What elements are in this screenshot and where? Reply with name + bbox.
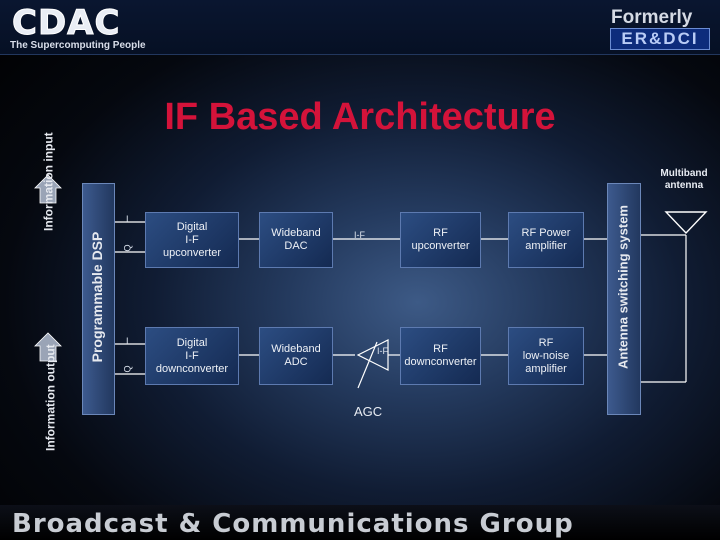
logo-tagline: The Supercomputing People [10,40,146,51]
q-label-top: Q [122,244,133,252]
output-arrow-icon [34,332,62,362]
header-bar: CDAC The Supercomputing People Formerly … [0,0,720,55]
dsp-label: Programmable DSP [89,231,105,363]
info-output-label: Information output [43,344,58,451]
i-label-bottom: I [126,336,129,346]
agc-line [357,341,378,389]
multiband-antenna-label: Multiband antenna [660,168,708,191]
dsp-bar [82,183,115,415]
if-label-top: I-F [354,230,365,240]
erdci-logo: ER&DCI [610,28,710,50]
cdac-logo: CDAC [11,3,121,43]
slide-title: IF Based Architecture [164,96,556,138]
agc-label: AGC [354,404,383,419]
q-label-bottom: Q [122,365,133,373]
footer-bar: Broadcast & Communications Group [0,505,720,540]
vga-amplifier-icon [356,339,389,371]
antenna-switch-bar [607,183,641,415]
formerly-label: Formerly [611,7,693,28]
antenna-icon [664,211,708,235]
info-input-label: Information input [41,132,56,231]
i-label-top: I [126,214,129,224]
footer-title: Broadcast & Communications Group [12,509,574,539]
antenna-switch-label: Antenna switching system [615,205,631,369]
input-arrow-icon [34,174,62,204]
if-label-bottom: I-F [377,346,388,356]
